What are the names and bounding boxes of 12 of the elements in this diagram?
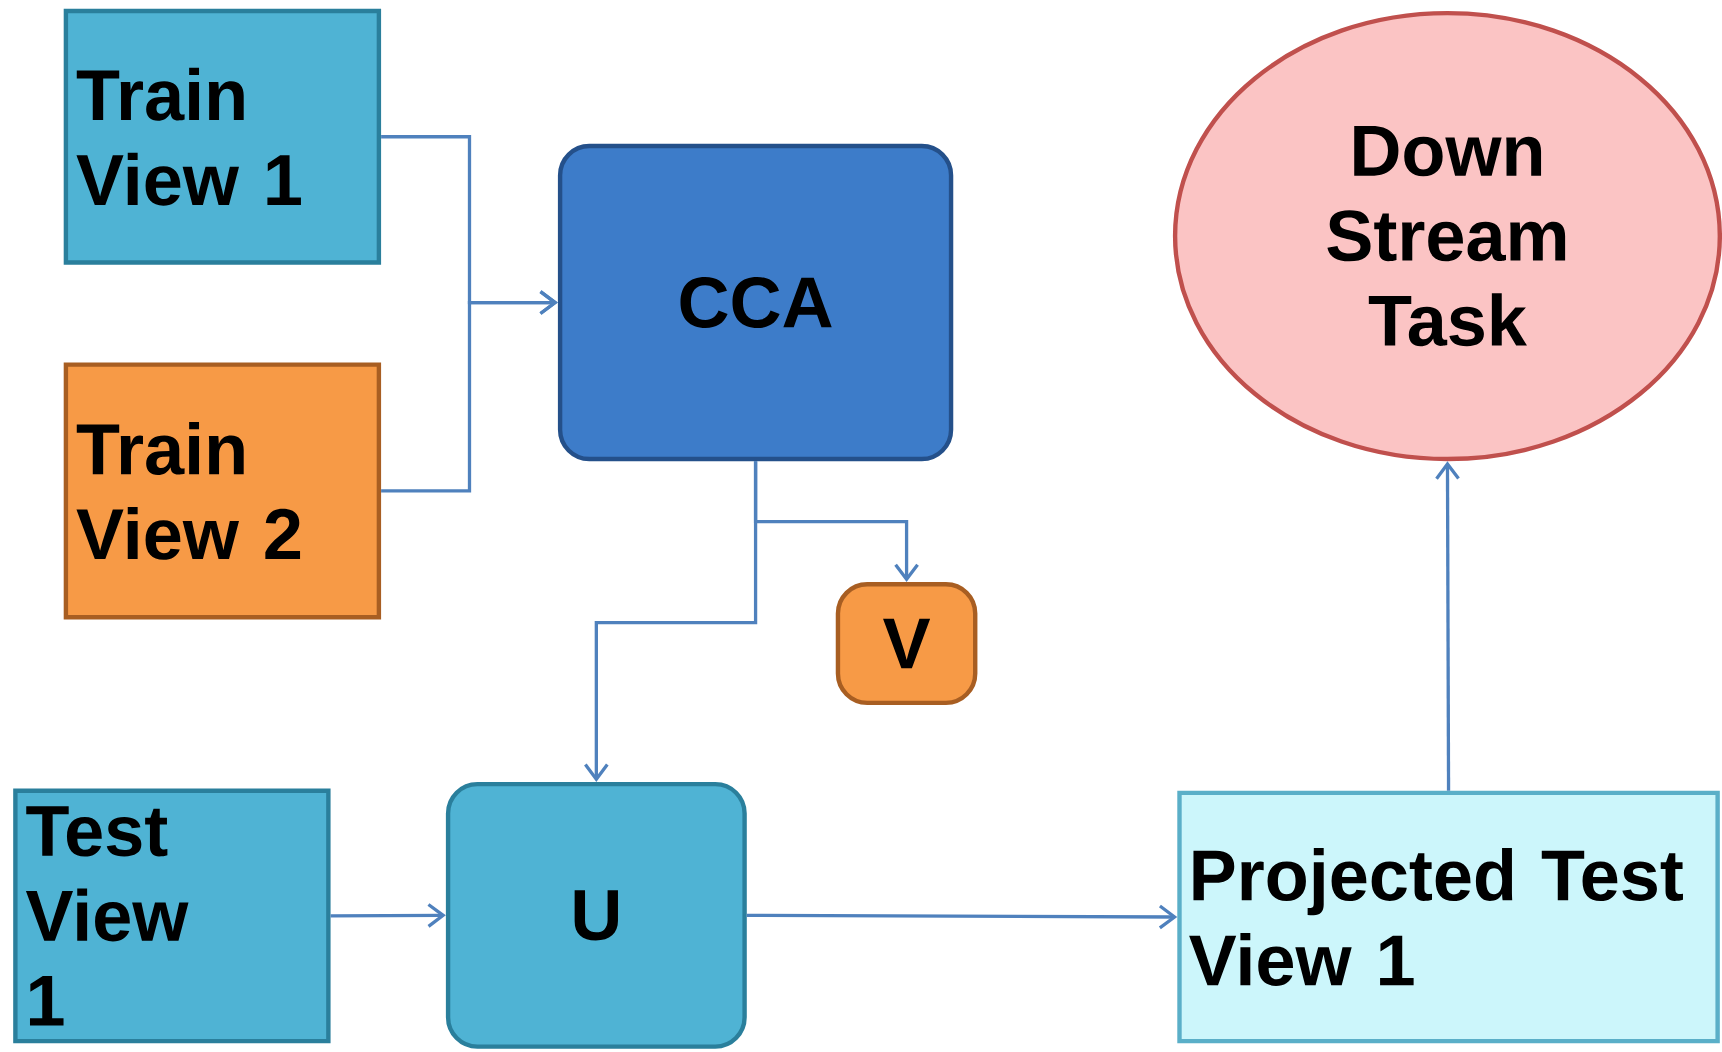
output-box: Projected Test View 1	[1177, 790, 1720, 1044]
input-box: Train View 1	[63, 8, 382, 265]
process-box: CCA	[557, 143, 954, 462]
output-box: V	[835, 582, 978, 706]
input-box: Test View 1	[13, 788, 331, 1044]
input-box: Train View 2	[63, 362, 382, 620]
arrow	[746, 904, 1178, 930]
arrow	[1435, 461, 1460, 791]
arrow	[584, 461, 758, 782]
arrow	[330, 903, 446, 928]
arrow	[381, 290, 558, 493]
process-box: U	[445, 781, 747, 1049]
